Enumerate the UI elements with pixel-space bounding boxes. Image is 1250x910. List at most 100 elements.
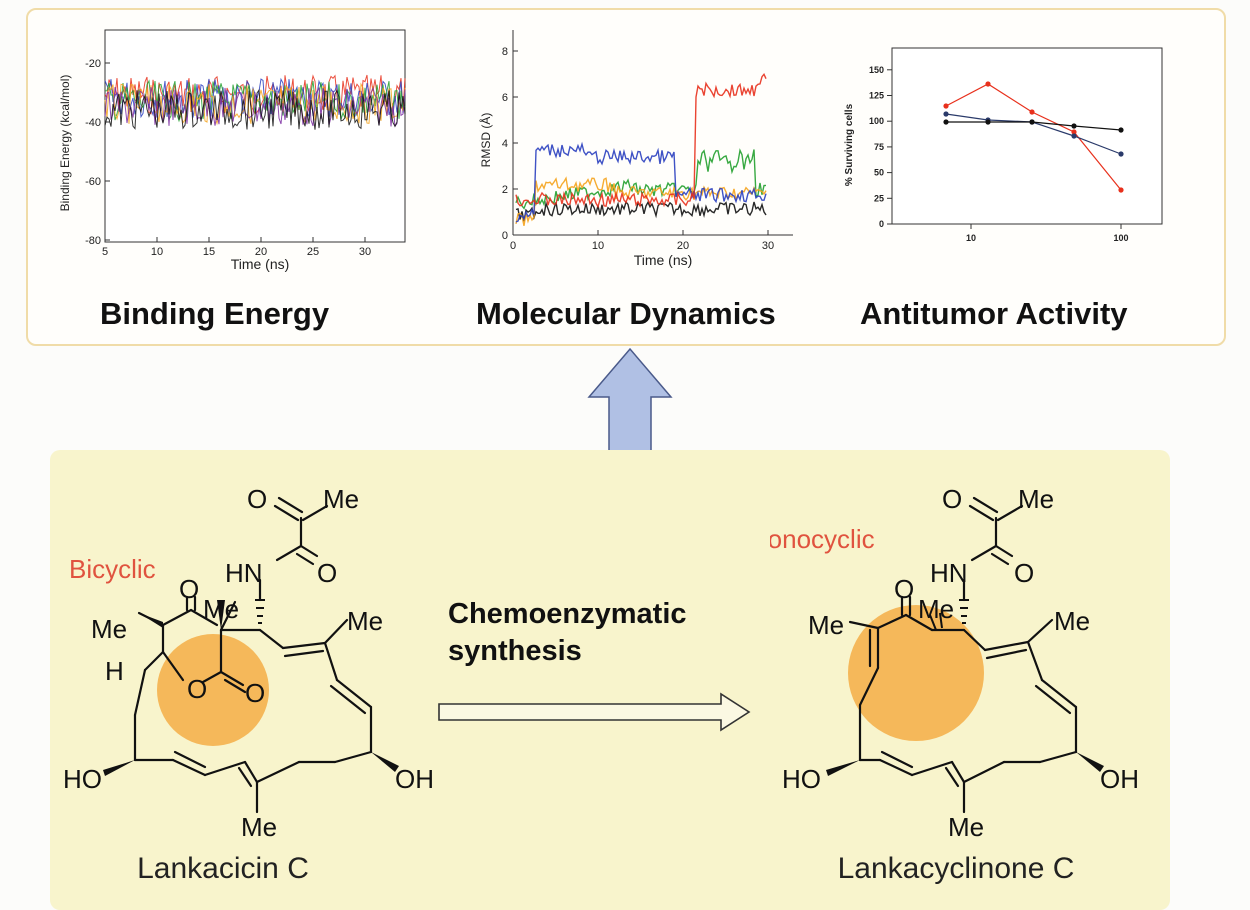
md-ytick-label: 8 bbox=[502, 46, 508, 58]
lk-me-bottom: Me bbox=[241, 812, 277, 842]
be-xtick-label: 5 bbox=[102, 246, 108, 258]
be-trace bbox=[104, 86, 406, 128]
at-point bbox=[943, 111, 949, 117]
bicyclic-highlight bbox=[157, 634, 269, 746]
at-point bbox=[985, 81, 991, 87]
at-xtick-label: 100 bbox=[1113, 233, 1128, 243]
at-ytick-label: 25 bbox=[874, 193, 884, 203]
at-point bbox=[1071, 123, 1077, 129]
up-arrow bbox=[587, 347, 673, 452]
md-xtick-label: 20 bbox=[677, 240, 689, 252]
at-series-group bbox=[943, 81, 1124, 193]
be-xtick-label: 15 bbox=[203, 246, 215, 258]
at-ytick-label: 150 bbox=[869, 65, 884, 75]
at-point bbox=[1029, 109, 1035, 115]
reaction-label-line2: synthesis bbox=[448, 635, 582, 667]
md-ylabel: RMSD (Å) bbox=[478, 113, 493, 168]
be-yticks: -20-40-60-80 bbox=[85, 58, 110, 247]
md-yticks: 0 2 4 6 8 bbox=[502, 46, 518, 242]
at-ytick-label: 50 bbox=[874, 168, 884, 178]
lk-ho: HO bbox=[63, 764, 102, 794]
be-ytick-label: -40 bbox=[85, 117, 101, 129]
antitumor-caption: Antitumor Activity bbox=[860, 296, 1128, 331]
binding-energy-plot: Binding Energy (kcal/mol) -20-40-60-80 5… bbox=[55, 25, 415, 275]
be-trace bbox=[104, 88, 406, 130]
md-trace bbox=[515, 141, 767, 223]
binding-energy-caption: Binding Energy bbox=[100, 296, 330, 331]
be-xtick-label: 30 bbox=[359, 246, 371, 258]
md-xtick-label: 0 bbox=[510, 240, 516, 252]
lc-me-c: Me bbox=[918, 594, 954, 624]
lk-o-ketone2: O bbox=[317, 558, 337, 588]
be-series-group bbox=[104, 74, 406, 130]
at-point bbox=[1071, 133, 1077, 139]
md-xtick-label: 10 bbox=[592, 240, 604, 252]
md-ytick-label: 2 bbox=[502, 184, 508, 196]
be-xtick-label: 10 bbox=[151, 246, 163, 258]
lc-ho: HO bbox=[782, 764, 821, 794]
at-point bbox=[1118, 187, 1124, 193]
lankacicin-c-name: Lankacicin C bbox=[137, 852, 309, 885]
molecular-dynamics-caption: Molecular Dynamics bbox=[476, 296, 776, 331]
monocyclic-highlight bbox=[848, 605, 984, 741]
lc-me-bottom: Me bbox=[948, 812, 984, 842]
lankacyclinone-c-name: Lankacyclinone C bbox=[838, 852, 1075, 885]
be-xtick-label: 25 bbox=[307, 246, 319, 258]
at-ytick-label: 100 bbox=[869, 116, 884, 126]
lk-me-right: Me bbox=[347, 606, 383, 636]
lk-o-ketone: O bbox=[179, 574, 199, 604]
lk-me-top: Me bbox=[323, 484, 359, 514]
md-ytick-label: 0 bbox=[502, 230, 508, 242]
lk-hn: HN bbox=[225, 558, 263, 588]
md-ytick-label: 4 bbox=[502, 138, 508, 150]
md-xtick-label: 30 bbox=[762, 240, 774, 252]
at-point bbox=[1118, 151, 1124, 157]
md-trace bbox=[515, 176, 767, 226]
at-ylabel: % Surviving cells bbox=[844, 103, 855, 186]
at-ytick-label: 0 bbox=[879, 219, 884, 229]
md-series-group bbox=[515, 72, 767, 226]
lk-oh: OH bbox=[395, 764, 434, 794]
lc-oh: OH bbox=[1100, 764, 1139, 794]
lk-me-left: Me bbox=[91, 614, 127, 644]
at-ytick-label: 125 bbox=[869, 91, 884, 101]
reaction-label-line1: Chemoenzymatic bbox=[448, 598, 687, 630]
at-point bbox=[985, 119, 991, 125]
at-xtick-label: 10 bbox=[966, 233, 976, 243]
lc-me-right: Me bbox=[1054, 606, 1090, 636]
md-xlabel: Time (ns) bbox=[634, 252, 693, 268]
be-ytick-label: -20 bbox=[85, 58, 101, 70]
lc-o-top: O bbox=[942, 484, 962, 514]
lc-o-ketone2: O bbox=[1014, 558, 1034, 588]
md-xticks: 0 10 20 30 bbox=[510, 230, 774, 252]
md-trace bbox=[515, 200, 767, 222]
monocyclic-tag: Monocyclic bbox=[770, 524, 875, 554]
bicyclic-tag: Bicyclic bbox=[69, 554, 156, 584]
lc-hn: HN bbox=[930, 558, 968, 588]
lk-o-lactone: O bbox=[245, 678, 265, 708]
lc-me-left: Me bbox=[808, 610, 844, 640]
at-point bbox=[943, 103, 949, 109]
lk-o-top: O bbox=[247, 484, 267, 514]
be-ytick-label: -80 bbox=[85, 235, 101, 247]
at-point bbox=[943, 119, 949, 125]
lk-me-c: Me bbox=[203, 594, 239, 624]
reaction-label: Chemoenzymatic synthesis bbox=[448, 596, 687, 670]
at-point bbox=[1071, 129, 1077, 135]
be-ylabel: Binding Energy (kcal/mol) bbox=[58, 75, 72, 212]
lc-me-top: Me bbox=[1018, 484, 1054, 514]
md-ytick-label: 6 bbox=[502, 92, 508, 104]
be-axes bbox=[104, 29, 406, 243]
at-xticks: 10 100 bbox=[966, 224, 1129, 243]
lk-h: H bbox=[105, 656, 124, 686]
lankacicin-c-structure: Bicyclic bbox=[55, 470, 455, 900]
at-axes bbox=[891, 47, 1163, 225]
be-xtick-label: 20 bbox=[255, 246, 267, 258]
molecular-dynamics-plot: RMSD (Å) 0 2 4 6 8 0 10 20 30 Time (ns) bbox=[478, 25, 798, 275]
at-point bbox=[1029, 119, 1035, 125]
lankacyclinone-c-structure: Monocyclic bbox=[770, 470, 1170, 900]
be-xlabel: Time (ns) bbox=[231, 256, 290, 272]
lc-o-ketone: O bbox=[894, 574, 914, 604]
